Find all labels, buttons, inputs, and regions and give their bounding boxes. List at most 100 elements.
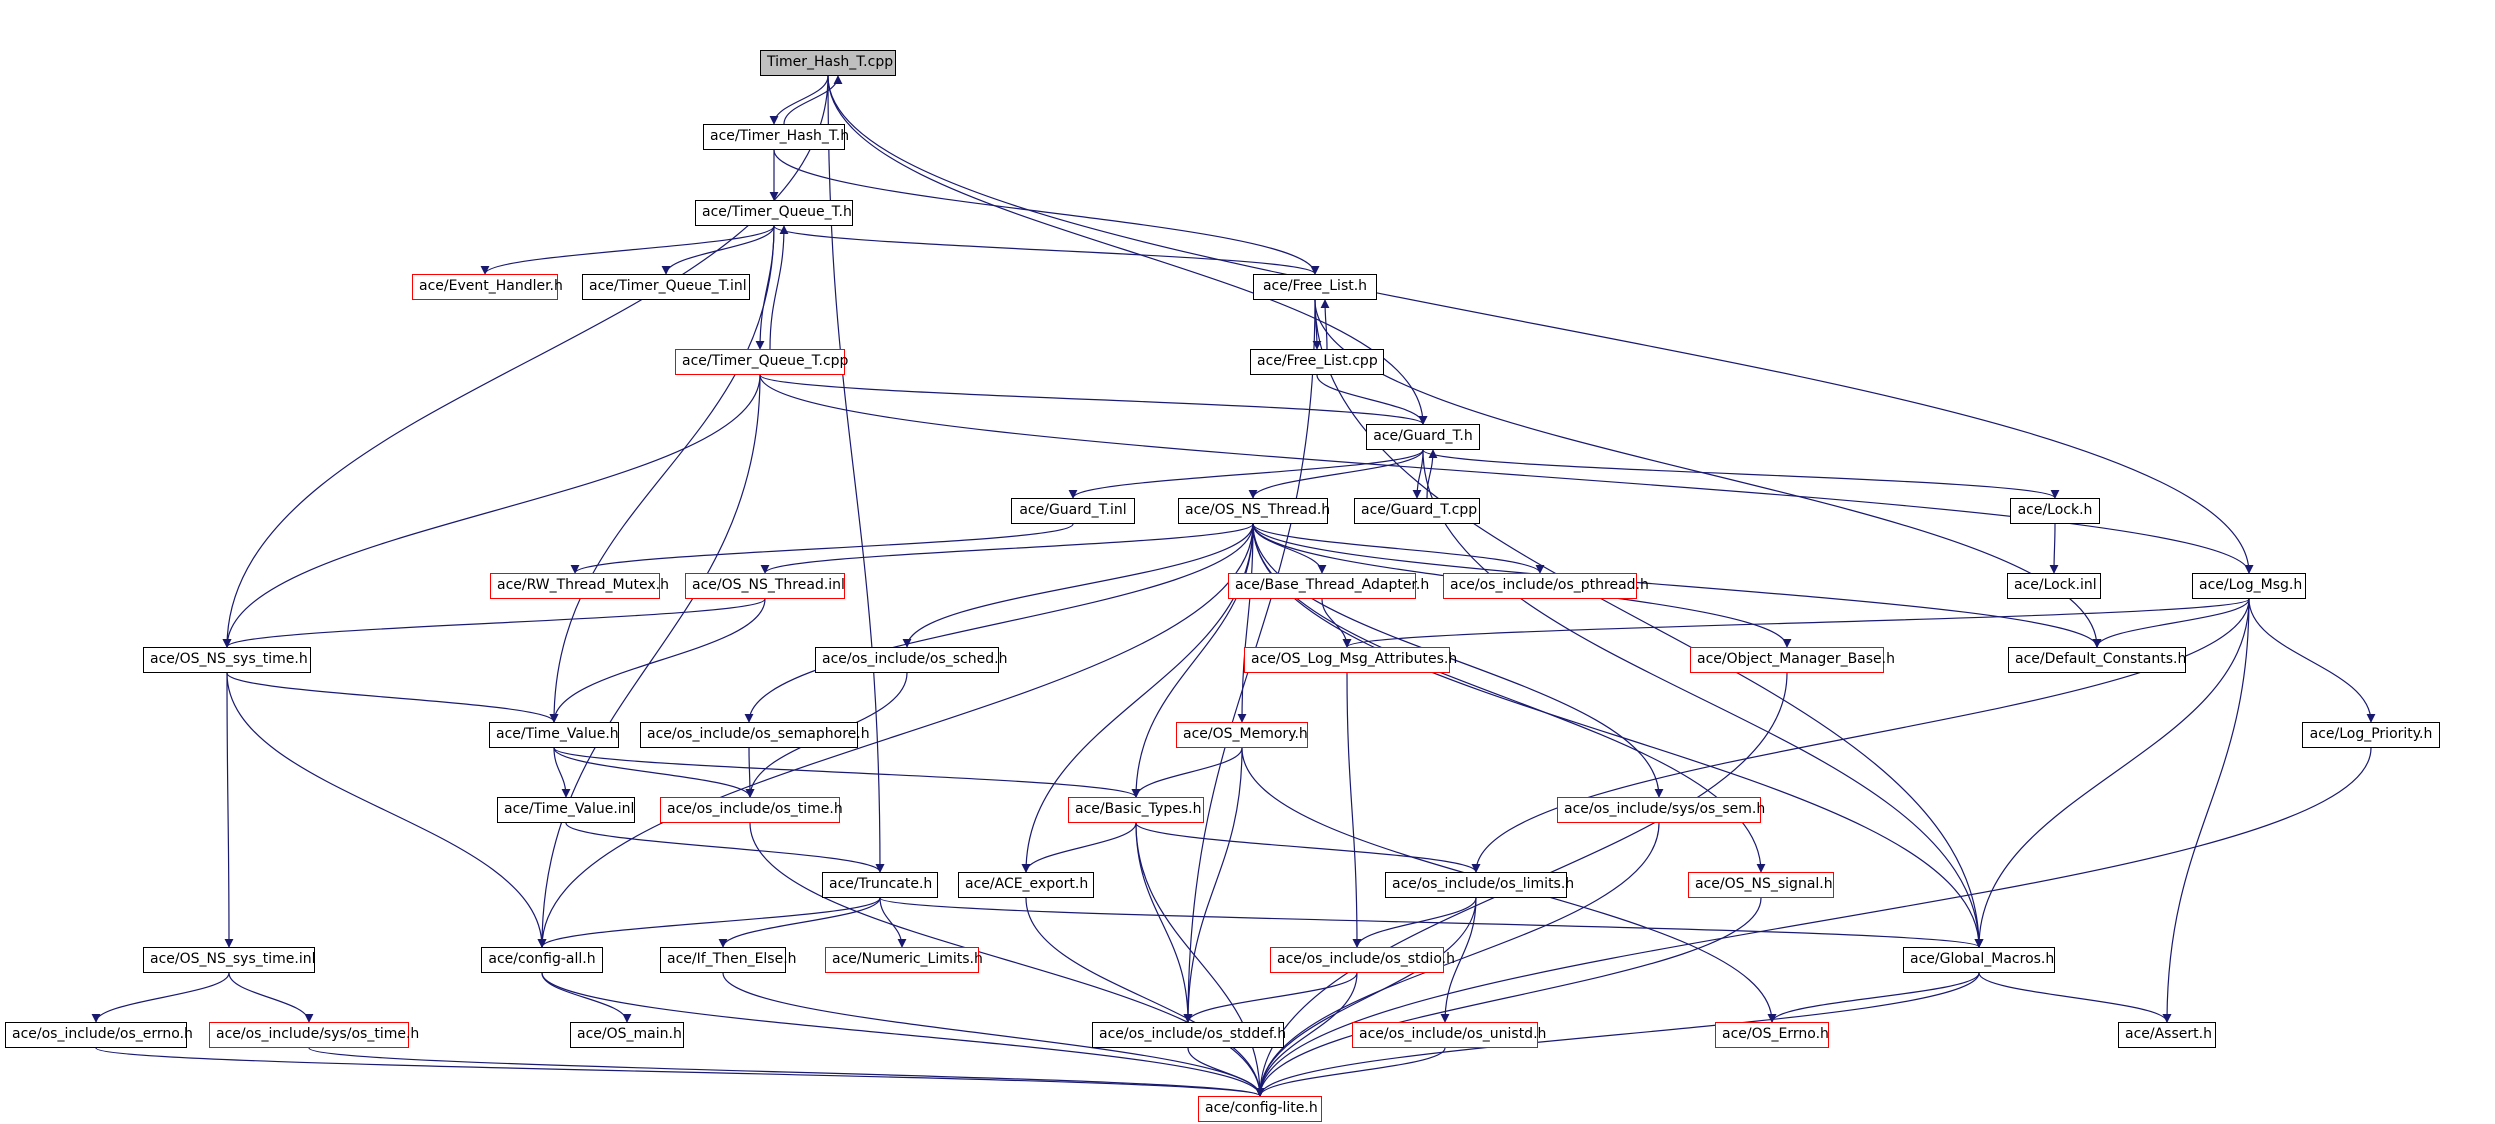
node-free-list-h[interactable]: ace/Free_List.h — [1253, 274, 1377, 300]
node-os-stddef-h[interactable]: ace/os_include/os_stddef.h — [1092, 1022, 1286, 1048]
node-base-thread-adapter-h[interactable]: ace/Base_Thread_Adapter.h — [1228, 573, 1429, 599]
node-label: ace/Time_Value.inl — [504, 801, 635, 817]
edge-n7-n2 — [769, 225, 789, 350]
node-config-lite-h[interactable]: ace/config-lite.h — [1198, 1096, 1322, 1122]
node-label: ace/ACE_export.h — [965, 876, 1089, 892]
edge-n19-n24 — [226, 672, 559, 723]
node-label: ace/os_include/sys/os_time.h — [216, 1026, 420, 1042]
node-basic-types-h[interactable]: ace/Basic_Types.h — [1068, 797, 1204, 823]
edge-n24-n28 — [553, 747, 571, 798]
edge-n18-n41 — [1974, 598, 2250, 948]
edge-n18-n23 — [2092, 598, 2250, 648]
node-os-ns-signal-h[interactable]: ace/OS_NS_signal.h — [1688, 872, 1834, 898]
node-os-log-msg-attributes-h[interactable]: ace/OS_Log_Msg_Attributes.h — [1244, 647, 1457, 673]
node-label: ace/Guard_T.cpp — [1361, 502, 1478, 518]
node-guard-t-cpp[interactable]: ace/Guard_T.cpp — [1354, 498, 1480, 524]
node-sys-os-time-h[interactable]: ace/os_include/sys/os_time.h — [209, 1022, 419, 1048]
node-os-ns-thread-inl[interactable]: ace/OS_NS_Thread.inl — [685, 573, 845, 599]
edge-n8-n41 — [1422, 449, 1984, 948]
node-sys-os-sem-h[interactable]: ace/os_include/sys/os_sem.h — [1557, 797, 1765, 823]
edge-n19-n36 — [224, 672, 234, 948]
node-label: ace/Guard_T.inl — [1019, 502, 1127, 518]
edge-n30-n33 — [1021, 822, 1137, 873]
node-event-handler-h[interactable]: ace/Event_Handler.h — [412, 274, 563, 300]
node-os-ns-sys-time-inl[interactable]: ace/OS_NS_sys_time.inl — [143, 947, 315, 973]
node-os-unistd-h[interactable]: ace/os_include/os_unistd.h — [1352, 1022, 1546, 1048]
edge-n10-n30 — [1131, 523, 1254, 798]
edge-n18-n27 — [2248, 598, 2376, 723]
node-guard-t-h[interactable]: ace/Guard_T.h — [1366, 424, 1480, 450]
node-label: ace/os_include/os_semaphore.h — [647, 726, 870, 742]
edge-n2-n4 — [661, 225, 775, 275]
node-config-all-h[interactable]: ace/config-all.h — [481, 947, 603, 973]
node-label: ace/os_include/os_time.h — [667, 801, 843, 817]
node-label: ace/config-lite.h — [1205, 1100, 1318, 1116]
edge-n5-n23 — [1314, 299, 2102, 648]
node-timer-hash-t-h[interactable]: ace/Timer_Hash_T.h — [703, 124, 849, 150]
node-ace-export-h[interactable]: ace/ACE_export.h — [958, 872, 1094, 898]
edge-n18-n34 — [1471, 598, 2250, 873]
node-os-errno-ace-h[interactable]: ace/OS_Errno.h — [1715, 1022, 1829, 1048]
node-assert-h[interactable]: ace/Assert.h — [2118, 1022, 2216, 1048]
edge-n12-n17 — [2049, 523, 2059, 574]
node-os-errno-h[interactable]: ace/os_include/os_errno.h — [5, 1022, 193, 1048]
node-os-main-h[interactable]: ace/OS_main.h — [570, 1022, 684, 1048]
node-timer-queue-t-h[interactable]: ace/Timer_Queue_T.h — [695, 200, 853, 226]
node-os-limits-h[interactable]: ace/os_include/os_limits.h — [1385, 872, 1574, 898]
node-default-constants-h[interactable]: ace/Default_Constants.h — [2008, 647, 2186, 673]
node-label: ace/Timer_Queue_T.h — [702, 204, 852, 220]
edge-n34-n49 — [1255, 897, 1477, 1097]
node-label: ace/Event_Handler.h — [419, 278, 563, 294]
node-time-value-inl[interactable]: ace/Time_Value.inl — [497, 797, 635, 823]
edge-n7-n37 — [537, 374, 761, 948]
edge-n10-n26 — [1237, 523, 1254, 723]
node-if-then-else-h[interactable]: ace/If_Then_Else.h — [660, 947, 797, 973]
edge-n2-n7 — [755, 225, 775, 350]
node-time-value-h[interactable]: ace/Time_Value.h — [489, 722, 619, 748]
edge-n35-n49 — [1255, 897, 1762, 1097]
node-os-stdio-h[interactable]: ace/os_include/os_stdio.h — [1270, 947, 1455, 973]
node-label: ace/RW_Thread_Mutex.h — [497, 577, 669, 593]
node-os-ns-sys-time-h[interactable]: ace/OS_NS_sys_time.h — [143, 647, 311, 673]
node-log-msg-h[interactable]: ace/Log_Msg.h — [2192, 573, 2306, 599]
node-lock-inl[interactable]: ace/Lock.inl — [2007, 573, 2101, 599]
edge-n46-n49 — [1255, 1047, 1446, 1097]
edge-n10-n16 — [1252, 523, 1545, 574]
edge-n27-n49 — [1255, 747, 2372, 1097]
node-timer-queue-t-cpp[interactable]: ace/Timer_Queue_T.cpp — [675, 349, 848, 375]
edge-n18-n21 — [1342, 598, 2250, 648]
node-truncate-h[interactable]: ace/Truncate.h — [822, 872, 938, 898]
node-lock-h[interactable]: ace/Lock.h — [2010, 498, 2100, 524]
edge-n30-n45 — [1135, 822, 1193, 1023]
edge-n2-n5 — [773, 225, 1320, 275]
node-label: ace/Timer_Queue_T.inl — [589, 278, 747, 294]
edge-n2-n3 — [480, 225, 775, 275]
node-label: ace/Truncate.h — [829, 876, 933, 892]
edge-n14-n24 — [549, 598, 766, 723]
edge-n7-n8 — [759, 374, 1428, 425]
node-os-sched-h[interactable]: ace/os_include/os_sched.h — [815, 647, 1007, 673]
node-global-macros-h[interactable]: ace/Global_Macros.h — [1903, 947, 2055, 973]
node-timer-queue-t-inl[interactable]: ace/Timer_Queue_T.inl — [582, 274, 750, 300]
node-label: ace/os_include/sys/os_sem.h — [1564, 801, 1766, 817]
node-rw-thread-mutex-h[interactable]: ace/RW_Thread_Mutex.h — [490, 573, 669, 599]
node-os-time-h[interactable]: ace/os_include/os_time.h — [660, 797, 843, 823]
node-label: ace/os_include/os_sched.h — [822, 651, 1008, 667]
edge-n28-n32 — [565, 822, 885, 873]
node-log-priority-h[interactable]: ace/Log_Priority.h — [2302, 722, 2440, 748]
node-os-ns-thread-h[interactable]: ace/OS_NS_Thread.h — [1178, 498, 1330, 524]
node-numeric-limits-h[interactable]: ace/Numeric_Limits.h — [825, 947, 983, 973]
edge-n10-n25 — [744, 523, 1254, 723]
edge-n18-n48 — [2162, 598, 2250, 1023]
node-os-memory-h[interactable]: ace/OS_Memory.h — [1176, 722, 1308, 748]
node-os-pthread-h[interactable]: ace/os_include/os_pthread.h — [1443, 573, 1649, 599]
edge-n37-n49 — [541, 972, 1265, 1097]
node-object-manager-base-h[interactable]: ace/Object_Manager_Base.h — [1690, 647, 1895, 673]
node-os-semaphore-h[interactable]: ace/os_include/os_semaphore.h — [640, 722, 870, 748]
edge-n32-n39 — [879, 897, 907, 948]
edge-n2-n24 — [549, 225, 775, 723]
node-guard-t-inl[interactable]: ace/Guard_T.inl — [1011, 498, 1135, 524]
node-free-list-cpp[interactable]: ace/Free_List.cpp — [1250, 349, 1384, 375]
edge-n10-n20 — [902, 523, 1254, 648]
